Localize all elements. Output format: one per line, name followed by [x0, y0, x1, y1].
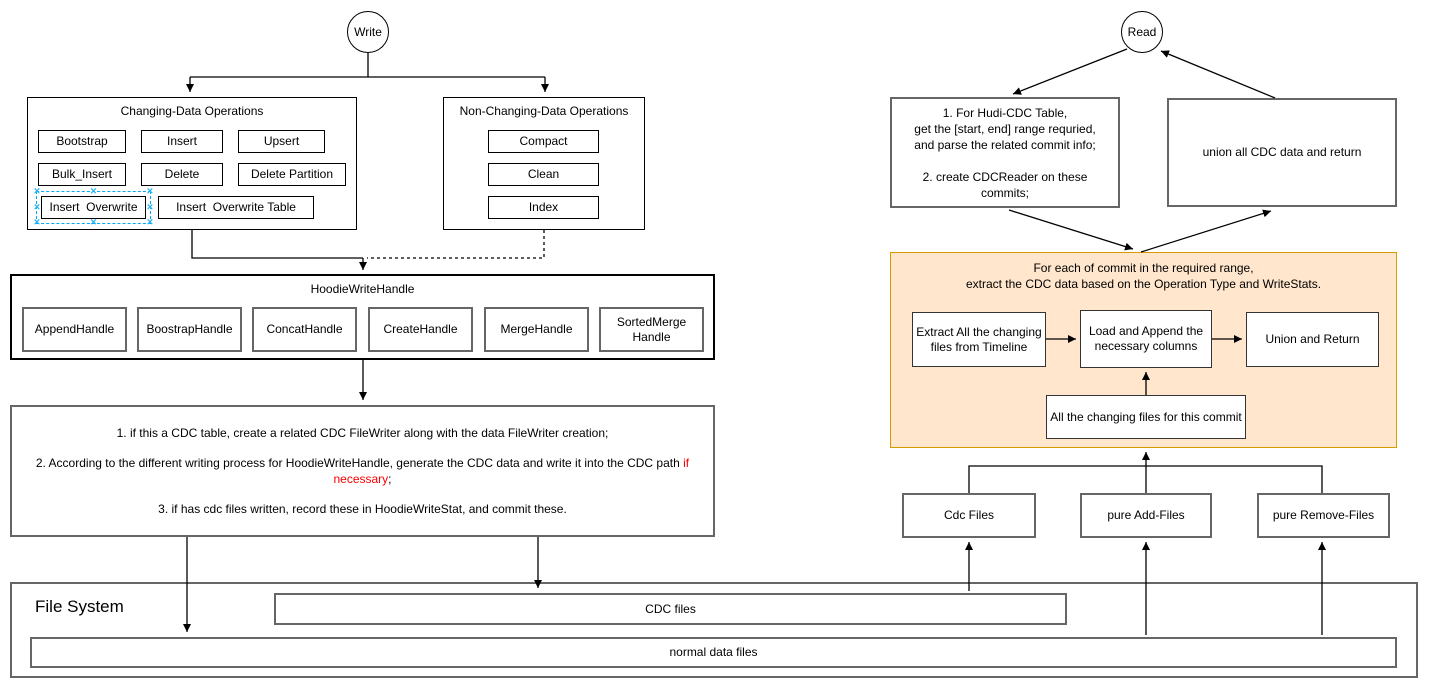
op-delete[interactable]: Delete: [141, 163, 223, 186]
boostrap-handle[interactable]: BoostrapHandle: [137, 307, 242, 352]
read-step-line: and parse the related commit info;: [914, 137, 1096, 152]
pure-remove-files-node[interactable]: pure Remove-Files: [1257, 493, 1390, 538]
changing-data-operations-title: Changing-Data Operations: [120, 104, 264, 118]
note-line-3: 3. if has cdc files written, record thes…: [158, 502, 567, 516]
op-bulk-insert[interactable]: Bulk_Insert: [38, 163, 126, 186]
merge-handle[interactable]: MergeHandle: [484, 307, 589, 352]
op-bootstrap[interactable]: Bootstrap: [38, 130, 126, 153]
per-commit-process-title: For each of commit in the required range…: [965, 261, 1322, 291]
read-label: Read: [1127, 25, 1157, 39]
extract-changing-files-box[interactable]: Extract All the changing files from Time…: [912, 312, 1046, 367]
if-necessary-highlight: if necessary: [333, 456, 690, 486]
read-node[interactable]: Read: [1121, 11, 1163, 53]
file-system-label: File System: [35, 597, 124, 616]
write-label: Write: [354, 25, 382, 39]
pure-add-files-node[interactable]: pure Add-Files: [1080, 493, 1212, 538]
hoodie-write-handle-title: HoodieWriteHandle: [310, 282, 415, 296]
cdc-files-node[interactable]: Cdc Files: [902, 493, 1036, 538]
cdc-files-bar[interactable]: CDC files: [274, 593, 1067, 625]
op-insert-overwrite[interactable]: Insert Overwrite: [41, 196, 146, 219]
read-step-line: 1. For Hudi-CDC Table,: [942, 105, 1068, 120]
read-steps-box[interactable]: 1. For Hudi-CDC Table, get the [start, e…: [890, 97, 1120, 208]
op-index[interactable]: Index: [488, 196, 599, 219]
read-step-line: commits;: [981, 185, 1029, 200]
op-upsert[interactable]: Upsert: [238, 130, 325, 153]
concat-handle[interactable]: ConcatHandle: [252, 307, 357, 352]
op-insert[interactable]: Insert: [141, 130, 223, 153]
sorted-merge-handle[interactable]: SortedMerge Handle: [599, 307, 704, 352]
write-node[interactable]: Write: [347, 11, 389, 53]
op-clean[interactable]: Clean: [488, 163, 599, 186]
append-handle[interactable]: AppendHandle: [22, 307, 127, 352]
read-step-line: 2. create CDCReader on these: [922, 169, 1088, 184]
op-compact[interactable]: Compact: [488, 130, 599, 153]
all-changing-files-box[interactable]: All the changing files for this commit: [1046, 395, 1246, 439]
union-and-return-box[interactable]: Union and Return: [1246, 312, 1379, 367]
note-line-2: 2. According to the different writing pr…: [35, 456, 690, 486]
read-step-line: get the [start, end] range requried,: [914, 121, 1096, 136]
op-insert-overwrite-table[interactable]: Insert Overwrite Table: [158, 196, 314, 219]
normal-data-files-bar[interactable]: normal data files: [30, 637, 1397, 668]
note-line-1: 1. if this a CDC table, create a related…: [116, 426, 609, 440]
create-handle[interactable]: CreateHandle: [368, 307, 473, 352]
union-all-cdc-box[interactable]: union all CDC data and return: [1167, 98, 1397, 207]
write-cdc-note-box[interactable]: 1. if this a CDC table, create a related…: [10, 405, 715, 537]
op-delete-partition[interactable]: Delete Partition: [238, 163, 346, 186]
hoodie-write-handle-box[interactable]: HoodieWriteHandle: [10, 274, 715, 360]
non-changing-data-operations-title: Non-Changing-Data Operations: [459, 104, 629, 118]
load-append-columns-box[interactable]: Load and Append the necessary columns: [1080, 310, 1212, 368]
